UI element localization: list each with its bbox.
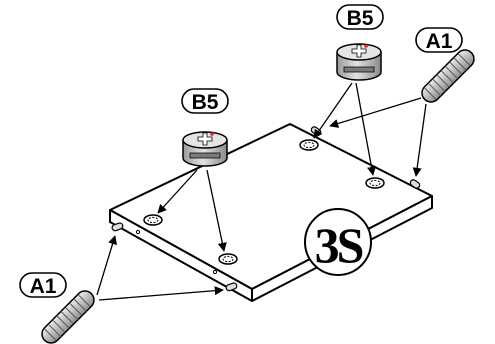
a1-label-text: A1 bbox=[30, 275, 57, 298]
cam-hole bbox=[143, 214, 163, 226]
assembly-arrows bbox=[96, 82, 427, 301]
a1-label-bottom: A1 bbox=[19, 272, 67, 298]
arrow bbox=[355, 82, 376, 176]
a1-label-text: A1 bbox=[426, 30, 453, 53]
b5-label-text: B5 bbox=[192, 91, 219, 114]
arrow bbox=[329, 97, 422, 128]
cam-hole bbox=[218, 253, 238, 265]
edge-hole bbox=[212, 269, 218, 275]
dowel-bottom-left bbox=[41, 290, 95, 344]
inserted-dowel bbox=[409, 179, 421, 189]
cam-hole bbox=[299, 139, 319, 151]
b5-label-left: B5 bbox=[181, 88, 229, 114]
a1-label-top: A1 bbox=[415, 27, 463, 53]
panel-top-face bbox=[109, 123, 433, 290]
panel-code-badge: 3S bbox=[304, 208, 372, 276]
arrow bbox=[98, 286, 224, 301]
arrow bbox=[157, 169, 198, 214]
inserted-dowel bbox=[225, 282, 238, 292]
arrow bbox=[96, 235, 117, 296]
arrow bbox=[313, 82, 353, 139]
arrow bbox=[206, 169, 227, 252]
edge-hole bbox=[135, 229, 141, 235]
arrow bbox=[412, 103, 427, 177]
b5-label-top: B5 bbox=[336, 4, 384, 30]
cam-lock-top bbox=[336, 43, 382, 81]
b5-label-text: B5 bbox=[347, 7, 374, 30]
cam-hole bbox=[365, 177, 385, 189]
cam-lock-left bbox=[182, 131, 228, 167]
panel-code: 3S bbox=[315, 217, 363, 273]
dowel-top-right bbox=[421, 49, 475, 103]
inserted-dowel bbox=[111, 222, 124, 232]
